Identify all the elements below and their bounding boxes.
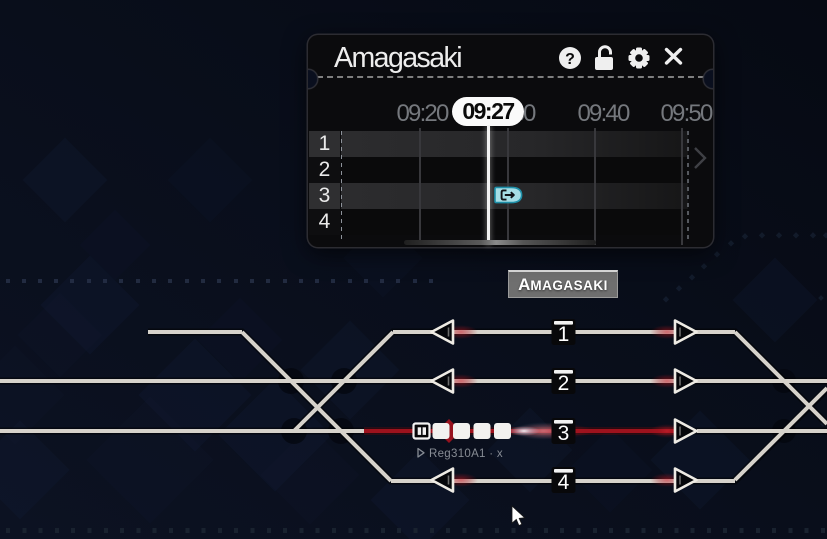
svg-text:?: ? bbox=[565, 51, 575, 68]
svg-text:4: 4 bbox=[558, 471, 570, 494]
svg-text:2: 2 bbox=[558, 372, 570, 395]
svg-text:3: 3 bbox=[558, 422, 570, 445]
svg-text:Reg310A1 · x: Reg310A1 · x bbox=[429, 448, 503, 460]
svg-text:1: 1 bbox=[558, 323, 570, 346]
